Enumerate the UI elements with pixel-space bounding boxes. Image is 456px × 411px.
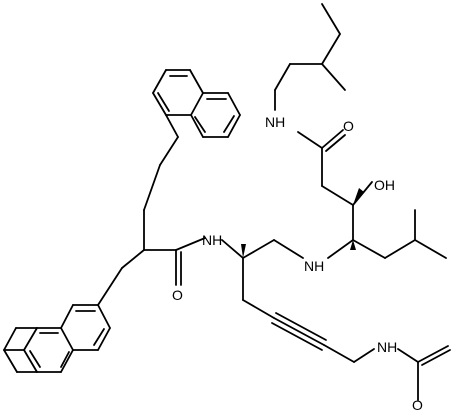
nh-bottom-label: NH [377, 339, 397, 355]
o-acetyl-label: O [412, 397, 423, 411]
hydroxy-chain [242, 3, 447, 259]
nh-mid-right-label: NH [304, 258, 324, 274]
naphthalene-upper [152, 69, 241, 138]
o-top-label: O [343, 118, 354, 134]
o-amide-label: O [172, 287, 183, 303]
naphthalene-lower [3, 267, 123, 373]
alkyne-chain [221, 239, 451, 401]
central-chain [121, 136, 206, 286]
nh-top-label: NH [265, 114, 285, 130]
oh-label: OH [374, 177, 395, 193]
nh-mid-left-label: NH [202, 232, 222, 248]
atom-labels: NH O OH NH NH O NH O [172, 114, 423, 411]
